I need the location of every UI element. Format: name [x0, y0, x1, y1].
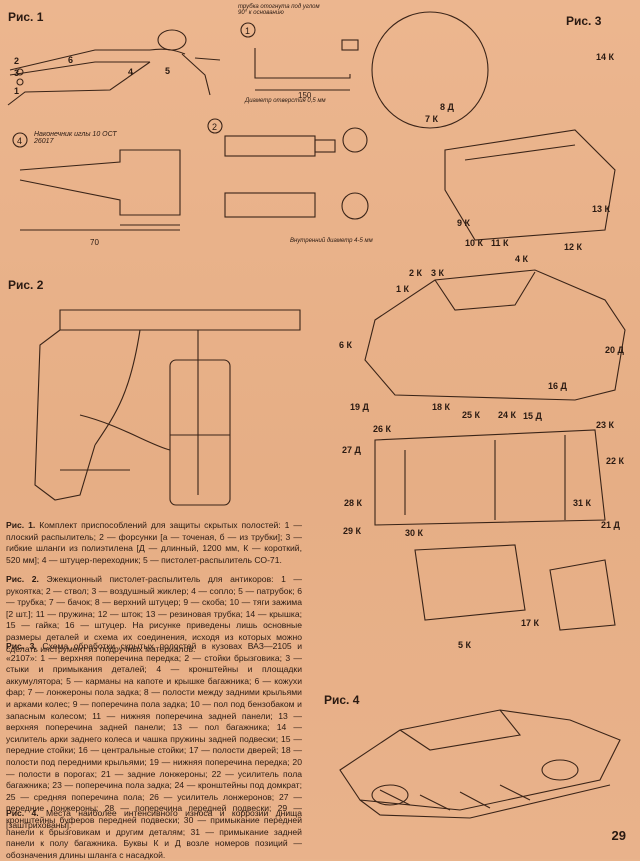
- fig3-label-20d: 20 Д: [605, 345, 624, 355]
- fig3-label-1k: 1 К: [396, 284, 409, 294]
- fig3-label-3k: 3 К: [431, 268, 444, 278]
- fig3-label-13k: 13 К: [592, 204, 611, 214]
- fig3-label-27d: 27 Д: [342, 445, 361, 455]
- fig3-label-28k: 28 К: [344, 498, 363, 508]
- fig3-label-2k: 2 К: [409, 268, 422, 278]
- fig1-num-2: 2: [14, 56, 20, 66]
- fig3-label-30k: 30 К: [405, 528, 424, 538]
- fig3-label-18k: 18 К: [432, 402, 451, 412]
- fig3-label-15d: 15 Д: [523, 411, 542, 421]
- fig3-label-6k: 6 К: [339, 340, 352, 350]
- caption-fig1-text: Комплект приспособлений для защиты скрыт…: [6, 520, 302, 565]
- caption-fig3: Рис. 3. Схема обработки скрытых полостей…: [6, 641, 302, 861]
- fig1-num-4: 4: [128, 67, 134, 77]
- fig1-part4-nozzle: 4 70: [12, 132, 181, 247]
- caption-fig4-title: Рис. 4.: [6, 808, 39, 818]
- caption-fig2-title: Рис. 2.: [6, 574, 39, 584]
- fig3-label-22k: 22 К: [606, 456, 625, 466]
- page-number: 29: [611, 828, 626, 843]
- caption-fig3-text: Схема обработки скрытых полостей в кузов…: [6, 641, 302, 860]
- fig3-label-10k: 10 К: [465, 238, 484, 248]
- fig1-label: Рис. 1: [8, 10, 44, 24]
- fig3-label: Рис. 3: [566, 14, 602, 28]
- svg-text:2: 2: [212, 122, 217, 132]
- fig3-label-21d: 21 Д: [601, 520, 620, 530]
- fig3-label-25k: 25 К: [462, 410, 481, 420]
- fig3-label-31k: 31 К: [573, 498, 592, 508]
- svg-text:1: 1: [245, 26, 250, 36]
- fig3-label-12k: 12 К: [564, 242, 583, 252]
- fig3-label-29k: 29 К: [343, 526, 362, 536]
- fig3-label-5k: 5 К: [458, 640, 471, 650]
- fig1-num-3: 3: [14, 68, 20, 78]
- fig1-drawing: [7, 29, 221, 106]
- fig3-label-9k: 9 К: [457, 218, 470, 228]
- fig3-label-16d: 16 Д: [548, 381, 567, 391]
- hole-note: Диаметр отверстия 0,5 мм: [245, 98, 326, 104]
- caption-fig4: Рис. 4. Места наиболее интенсивного изно…: [6, 808, 302, 831]
- fig3-label-7k: 7 К: [425, 114, 438, 124]
- fig1-num-5: 5: [165, 66, 171, 76]
- fig3-label-17k: 17 К: [521, 618, 540, 628]
- fig3-label-23k: 23 К: [596, 420, 615, 430]
- caption-fig2-text: Эжекционный пистолет-распылитель для ант…: [6, 574, 302, 654]
- fig1-num-6: 6: [68, 55, 74, 65]
- fig3-label-24k: 24 К: [498, 410, 517, 420]
- nozzle-note: Наконечник иглы 10 ОСТ 26017: [34, 131, 117, 145]
- fig3-label-8d: 8 Д: [440, 102, 454, 112]
- tube-note: трубка отогнута под углом 90° к основани…: [238, 4, 320, 16]
- caption-fig2: Рис. 2. Эжекционный пистолет-распылитель…: [6, 574, 302, 655]
- fig3-label-11k: 11 К: [491, 238, 509, 248]
- caption-fig3-title: Рис. 3.: [6, 641, 37, 651]
- bottom-note: Внутренний диаметр 4-5 мм: [290, 238, 373, 244]
- fig2-label: Рис. 2: [8, 278, 44, 292]
- caption-fig4-text: Места наиболее интенсивного износа и кор…: [6, 808, 302, 830]
- fig3-label-4k: 4 К: [515, 254, 528, 264]
- svg-text:4: 4: [17, 136, 22, 146]
- fig3-label-14k: 14 К: [596, 52, 615, 62]
- fig1-part2-fitting: 2: [207, 118, 369, 220]
- fig4-drawing: [339, 709, 621, 819]
- fig1-part1-tube: 1 150: [240, 22, 359, 100]
- fig3-label-26k: 26 К: [373, 424, 392, 434]
- caption-fig1: Рис. 1. Комплект приспособлений для защи…: [6, 520, 302, 566]
- fig3-label-19d: 19 Д: [350, 402, 369, 412]
- fig2-drawing: [34, 309, 301, 506]
- fig1-num-1: 1: [14, 86, 20, 96]
- svg-text:70: 70: [90, 238, 99, 247]
- fig4-label: Рис. 4: [324, 693, 360, 707]
- caption-fig1-title: Рис. 1.: [6, 520, 36, 530]
- fig3-drawing: [364, 11, 626, 631]
- svg-text:150: 150: [298, 91, 312, 100]
